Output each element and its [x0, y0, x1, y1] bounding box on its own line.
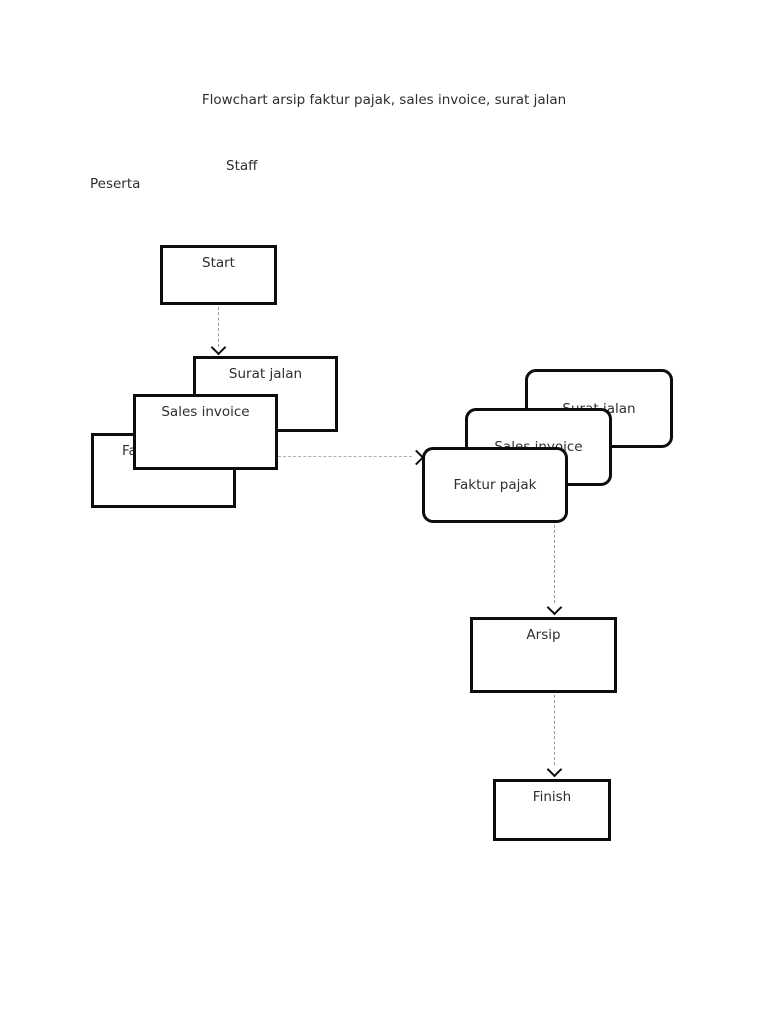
- arrowhead-down-icon: [210, 339, 226, 355]
- arrowhead-down-icon: [546, 761, 562, 777]
- flowchart-node-start: Start: [160, 245, 277, 305]
- node-label: Arsip: [526, 627, 561, 643]
- page-title: Flowchart arsip faktur pajak, sales invo…: [201, 92, 567, 108]
- flowchart-node-sales-invoice-left: Sales invoice: [133, 394, 278, 470]
- node-label: Finish: [532, 789, 572, 805]
- edge-left-stack-to-right-stack: [278, 456, 412, 457]
- node-label: Surat jalan: [228, 366, 303, 382]
- lane-label-peserta: Peserta: [90, 176, 141, 192]
- lane-label-staff: Staff: [226, 158, 258, 174]
- node-label: Sales invoice: [161, 404, 250, 420]
- flowchart-node-arsip: Arsip: [470, 617, 617, 693]
- node-label: Faktur pajak: [453, 477, 537, 493]
- edge-start-to-surat-jalan: [218, 307, 219, 347]
- edge-arsip-to-finish: [554, 695, 555, 765]
- flowchart-node-finish: Finish: [493, 779, 611, 841]
- node-label: Start: [202, 255, 235, 271]
- flowchart-node-faktur-pajak-right: Faktur pajak: [422, 447, 568, 523]
- edge-right-stack-to-arsip: [554, 525, 555, 603]
- arrowhead-down-icon: [546, 599, 562, 615]
